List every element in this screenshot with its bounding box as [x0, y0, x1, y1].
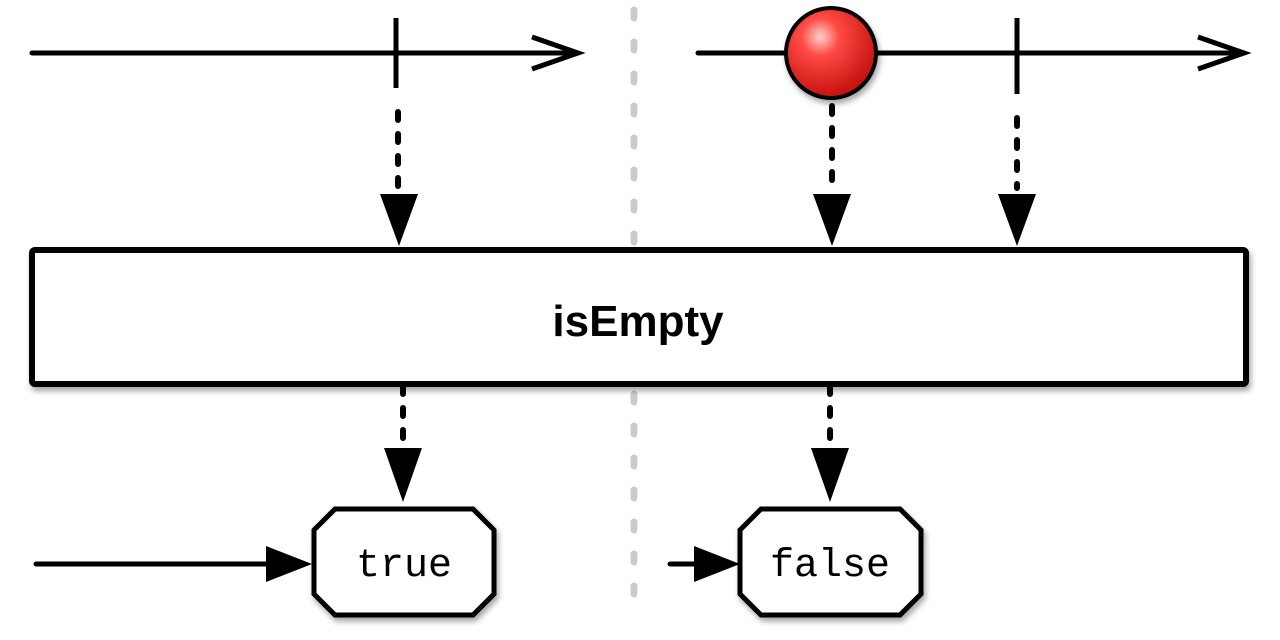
result-value-true: true: [356, 544, 452, 589]
source-timeline-empty: [29, 18, 586, 88]
down-arrowhead: [998, 194, 1036, 246]
right-arrowhead: [694, 546, 740, 582]
output-flow-right: [811, 383, 849, 502]
right-arrowhead: [266, 546, 312, 582]
item-flow-in-right: [813, 103, 851, 246]
timeline-arrowhead: [1197, 34, 1252, 72]
operator-box: isEmpty: [29, 247, 1249, 387]
output-flow-left: [384, 383, 422, 502]
down-arrowhead: [384, 448, 422, 502]
down-arrowhead: [380, 194, 418, 246]
down-arrowhead: [811, 448, 849, 502]
source-timeline-nonempty: [695, 6, 1252, 100]
result-value-false: false: [770, 544, 890, 589]
result-item-false: [737, 506, 924, 618]
operator-name: isEmpty: [552, 297, 724, 346]
operator-box-frame: [29, 247, 1249, 387]
completion-flow-in-left: [380, 109, 418, 246]
completion-flow-in-right: [998, 115, 1036, 246]
emitted-item-marble: [784, 6, 878, 100]
down-arrowhead: [813, 194, 851, 246]
result-timeline-nonempty: false: [667, 506, 924, 618]
result-item-true: [311, 506, 497, 618]
timeline-arrowhead: [531, 34, 586, 72]
result-timeline-empty: true: [33, 506, 497, 618]
